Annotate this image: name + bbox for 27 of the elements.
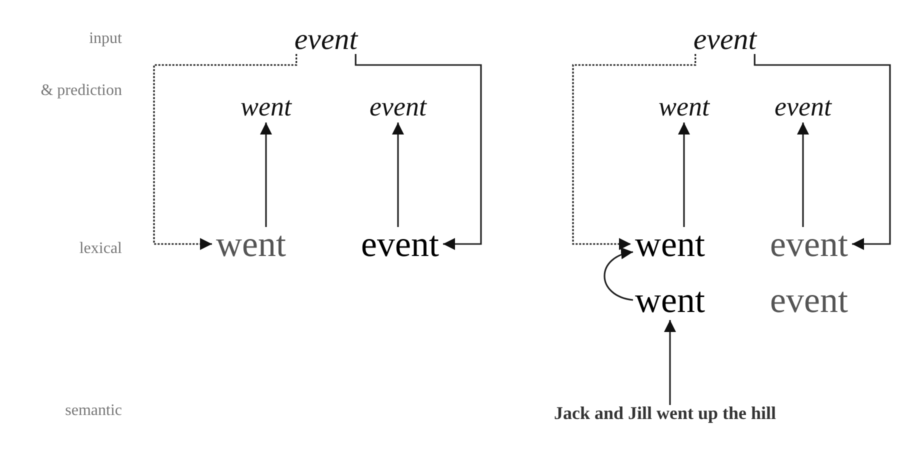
dotted-arrow	[153, 54, 298, 250]
word-text: went	[635, 282, 705, 318]
row-label: lexical	[79, 240, 122, 258]
handwritten-word: went	[240, 94, 292, 120]
arrow	[678, 122, 690, 227]
row-label: input	[89, 30, 122, 48]
word-text: event	[770, 226, 848, 262]
handwritten-word: event	[294, 25, 358, 55]
sentence-text: Jack and Jill went up the hill	[554, 404, 776, 422]
arrow	[260, 122, 272, 227]
handwritten-word: event	[693, 25, 757, 55]
arrow	[354, 54, 482, 250]
arrow	[392, 122, 404, 227]
handwritten-word: event	[774, 94, 832, 120]
arrow	[797, 122, 809, 227]
word-text: went	[216, 226, 286, 262]
dotted-arrow	[572, 54, 696, 250]
word-text: went	[635, 226, 705, 262]
curved-arrow	[604, 248, 634, 301]
arrow	[754, 54, 891, 250]
handwritten-word: went	[658, 94, 710, 120]
word-text: event	[361, 226, 439, 262]
handwritten-word: event	[370, 94, 426, 120]
word-text: event	[770, 282, 848, 318]
arrow	[664, 320, 676, 405]
row-label: semantic	[65, 402, 122, 420]
row-label: & prediction	[40, 82, 122, 100]
